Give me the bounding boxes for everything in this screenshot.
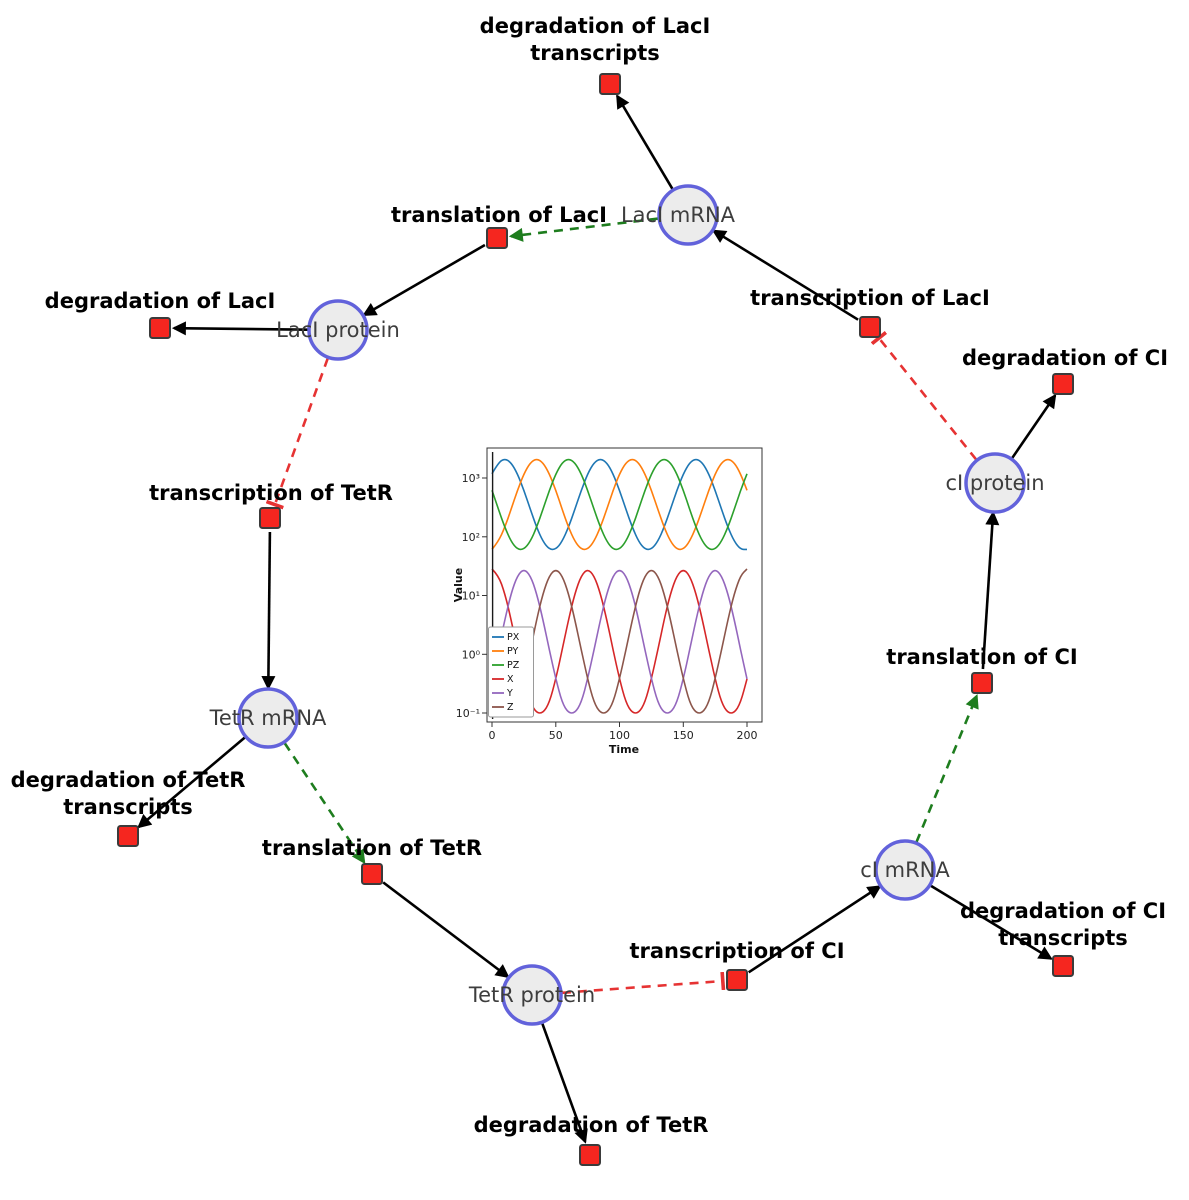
reaction-node-translation-tetr[interactable] (361, 863, 383, 885)
species-nodes-layer (237, 184, 1026, 1026)
edge-inhibition-laci-protein-to-transcription-tetr (265, 357, 330, 510)
legend-label-y: Y (506, 688, 513, 699)
plot-box (486, 447, 763, 723)
label-laci-mrna: LacI mRNA (621, 203, 736, 227)
edge-modifier-tetr-mrna-to-translation (283, 742, 366, 865)
edge-laci-mrna-to-degradation-transcripts (616, 94, 674, 190)
label-degradation-ci-transcripts-2: transcripts (998, 926, 1128, 950)
xtick-label: 150 (673, 729, 694, 742)
ytick-label: 10³ (462, 472, 480, 485)
chart-series-Y (491, 569, 748, 714)
edge-modifier-laci-mrna-to-translation (508, 217, 659, 242)
chart-series-PY (491, 458, 748, 551)
xtick-label: 0 (489, 729, 496, 742)
reaction-node-degradation-laci[interactable] (149, 317, 171, 339)
species-node-ci-mrna[interactable] (874, 839, 936, 901)
edge-translation-ci-to-ci-protein (981, 510, 1000, 670)
label-tetr-protein: TetR protein (468, 983, 595, 1007)
legend-label-px: PX (507, 632, 520, 643)
label-transcription-tetr: transcription of TetR (149, 481, 393, 505)
reaction-node-transcription-laci[interactable] (859, 316, 881, 338)
ytick-label: 10⁰ (462, 648, 481, 661)
label-degradation-laci: degradation of LacI (45, 289, 276, 313)
edge-transcription-laci-to-laci-mrna (711, 229, 859, 321)
edge-translation-laci-to-laci-protein (362, 243, 486, 317)
label-laci-protein: LacI protein (276, 318, 400, 342)
reaction-node-degradation-ci[interactable] (1052, 373, 1074, 395)
xtick-label: 200 (737, 729, 758, 742)
label-degradation-ci: degradation of CI (962, 346, 1168, 370)
reaction-node-degradation-laci-transcripts[interactable] (599, 73, 621, 95)
legend-label-x: X (507, 674, 514, 685)
label-degradation-tetr-transcripts-2: transcripts (63, 795, 193, 819)
species-node-tetr-mrna[interactable] (237, 687, 299, 749)
species-node-ci-protein[interactable] (964, 452, 1026, 514)
label-translation-tetr: translation of TetR (262, 836, 482, 860)
chart-series-Z (491, 568, 748, 714)
label-ci-protein: cI protein (945, 471, 1044, 495)
edge-tetr-mrna-to-degradation-transcripts (137, 736, 246, 829)
edge-transcription-ci-to-ci-mrna (747, 885, 882, 974)
species-node-laci-mrna[interactable] (657, 184, 719, 246)
label-degradation-ci-transcripts-1: degradation of CI (960, 899, 1166, 923)
edges-layer (137, 94, 1057, 1144)
edge-transcription-tetr-to-tetr-mrna (261, 531, 276, 691)
edge-inhibition-ci-protein-to-transcription-laci (870, 331, 978, 461)
edge-tetr-protein-to-degradation-tetr (540, 1022, 588, 1144)
label-translation-ci: translation of CI (886, 645, 1077, 669)
reaction-node-transcription-ci[interactable] (726, 969, 748, 991)
legend-box (488, 626, 534, 718)
reaction-node-translation-laci[interactable] (486, 227, 508, 249)
label-transcription-ci: transcription of CI (629, 939, 844, 963)
y-axis-label: Value (452, 568, 465, 602)
label-degradation-tetr-transcripts-1: degradation of TetR (11, 768, 246, 792)
label-degradation-tetr: degradation of TetR (474, 1113, 709, 1137)
chart-legend: PX PY PZ X Y Z (488, 626, 534, 718)
label-tetr-mrna: TetR mRNA (209, 706, 327, 730)
labels-layer: degradation of LacI transcripts translat… (11, 14, 1168, 1137)
reaction-node-translation-ci[interactable] (971, 672, 993, 694)
edge-translation-tetr-to-tetr-protein (382, 881, 510, 979)
inset-chart: 10⁻¹ 10⁰ 10¹ 10² 10³ 0 50 100 150 200 Ti… (452, 447, 763, 756)
edge-inhibition-tetr-protein-to-transcription-ci (561, 971, 726, 995)
x-axis-label: Time (609, 743, 639, 756)
reaction-nodes-layer (117, 73, 1074, 1166)
legend-label-pz: PZ (507, 660, 520, 671)
label-translation-laci: translation of LacI (391, 203, 607, 227)
label-ci-mrna: cI mRNA (860, 858, 950, 882)
label-degradation-laci-transcripts-2: transcripts (530, 41, 660, 65)
chart-series-PZ (491, 458, 748, 551)
reaction-node-degradation-tetr-transcripts[interactable] (117, 825, 139, 847)
edge-ci-mrna-to-degradation-transcripts (929, 884, 1053, 960)
label-degradation-laci-transcripts-1: degradation of LacI (480, 14, 711, 38)
ytick-label: 10² (462, 531, 480, 544)
legend-label-z: Z (507, 702, 514, 713)
label-transcription-laci: transcription of LacI (750, 286, 990, 310)
edge-ci-protein-to-degradation-ci (1010, 393, 1057, 460)
xtick-label: 50 (549, 729, 563, 742)
reaction-node-degradation-ci-transcripts[interactable] (1052, 955, 1074, 977)
edge-laci-protein-to-degradation-laci (171, 321, 309, 336)
species-node-tetr-protein[interactable] (501, 964, 563, 1026)
ytick-label: 10¹ (462, 590, 480, 603)
chart-series-group (491, 458, 748, 714)
edge-modifier-ci-mrna-to-translation (915, 693, 979, 843)
reaction-node-degradation-tetr[interactable] (579, 1144, 601, 1166)
legend-label-py: PY (507, 646, 519, 657)
reaction-node-transcription-tetr[interactable] (259, 507, 281, 529)
xtick-label: 100 (609, 729, 630, 742)
species-node-laci-protein[interactable] (307, 299, 369, 361)
ytick-label: 10⁻¹ (456, 707, 480, 720)
